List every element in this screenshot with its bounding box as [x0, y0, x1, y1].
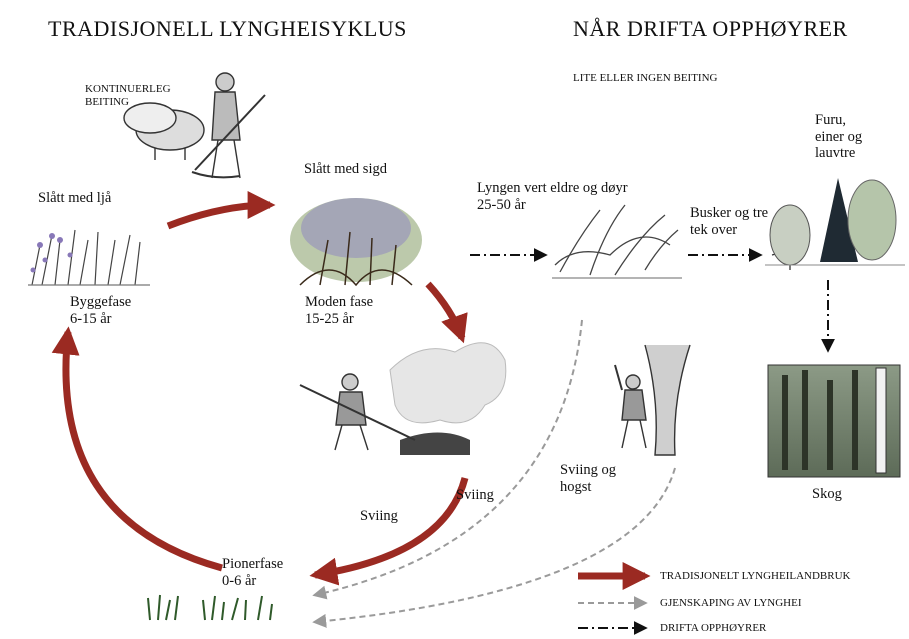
- arrow-recreation-from-felling: [312, 467, 676, 628]
- label-heather-ages: Lyngen vert eldre og døyr 25-50 år: [477, 180, 628, 213]
- legend-traditional: TRADISJONELT LYNGHEILANDBRUK: [660, 570, 851, 582]
- farmer-sheep-illustration: [123, 72, 266, 179]
- burning-scene: [299, 342, 507, 455]
- legend-abandonment: DRIFTA OPPHØYRER: [660, 622, 767, 634]
- pioneer-phase-plants: [147, 594, 273, 621]
- arrow-scythe-to-sickle: [166, 191, 276, 230]
- label-forest: Skog: [812, 486, 842, 502]
- label-burning-and-felling: Sviing og hogst: [560, 462, 616, 495]
- legend-recreation: GJENSKAPING AV LYNGHEI: [660, 597, 802, 609]
- mature-heather-bush: [290, 198, 422, 287]
- old-heather: [552, 204, 682, 279]
- caption-little-grazing: LITE ELLER INGEN BEITING: [573, 72, 718, 84]
- label-building-phase: Byggefase 6-15 år: [70, 294, 132, 327]
- arrow-pioneer-to-building: [51, 326, 223, 572]
- shrubs-and-trees: [765, 178, 905, 270]
- label-sickle-cutting: Slått med sigd: [304, 161, 387, 177]
- label-pioneer-phase: Pionerfase 0-6 år: [222, 556, 284, 589]
- label-burning-right: Sviing: [456, 487, 494, 503]
- heading-abandonment: NÅR DRIFTA OPPHØYRER: [573, 16, 848, 41]
- heading-traditional-cycle: TRADISJONELL LYNGHEISYKLUS: [48, 16, 407, 41]
- arrow-burning-to-pioneer: [309, 477, 469, 586]
- label-shrubs-trees: Busker og tre tek over: [690, 205, 769, 238]
- label-scythe-cutting: Slått med ljå: [38, 190, 112, 206]
- felling-illustration: [614, 344, 691, 456]
- forest-illustration: [767, 364, 901, 478]
- building-phase-plants: [28, 229, 150, 286]
- legend-symbols: [578, 562, 651, 635]
- caption-continuous-grazing: KONTINUERLEG BEITING: [85, 83, 171, 108]
- label-mature-phase: Moden fase 15-25 år: [305, 294, 374, 327]
- label-burning-left: Sviing: [360, 508, 398, 524]
- arrow-mature-to-burning: [425, 281, 468, 344]
- label-pine-juniper-deciduous: Furu, einer og lauvtre: [815, 112, 863, 162]
